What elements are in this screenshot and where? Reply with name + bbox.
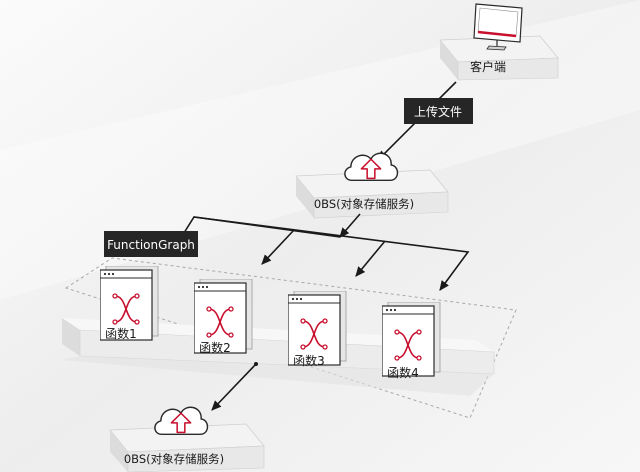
upload-tag: 上传文件 (404, 98, 473, 124)
obs-top-label: 0BS(对象存储服务) (314, 197, 414, 211)
function-label-3: 函数3 (293, 353, 325, 368)
monitor-icon (473, 3, 523, 51)
function-icon (382, 302, 441, 377)
output-arrow (211, 363, 257, 411)
functiongraph-tag (104, 231, 198, 257)
functiongraph-label: FunctionGraph (107, 238, 195, 252)
obs-top-node: 0BS(对象存储服务) (295, 152, 449, 219)
obs-bottom-label: 0BS(对象存储服务) (124, 452, 224, 466)
function-node-2: 函数2 (194, 279, 253, 355)
function-node-4: 函数4 (382, 302, 441, 380)
client-node: 客户端 (439, 3, 559, 81)
output-arrow-origin (254, 362, 258, 366)
function-node-3: 函数3 (288, 291, 347, 368)
function-node-1: 函数1 (100, 266, 159, 341)
function-label-1: 函数1 (105, 326, 137, 341)
client-label: 客户端 (470, 59, 506, 74)
upload-tag-label: 上传文件 (414, 104, 462, 119)
function-label-2: 函数2 (199, 340, 231, 355)
obs-bottom-node: 0BS(对象存储服务) (109, 406, 265, 472)
function-label-4: 函数4 (387, 365, 419, 380)
